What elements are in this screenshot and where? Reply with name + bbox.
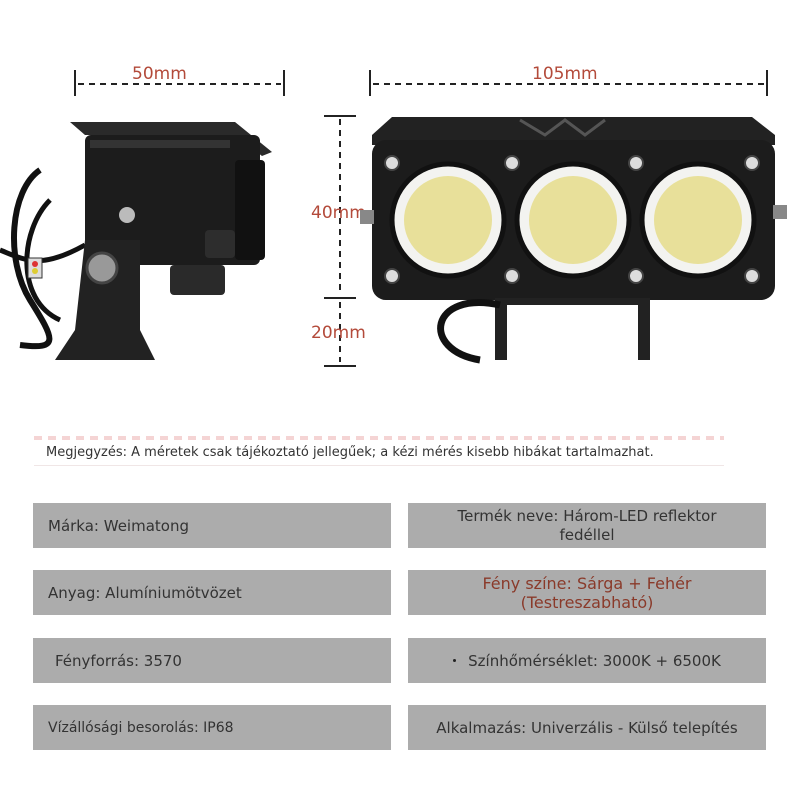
lamp-front-view [360,117,787,364]
dimension-note: Megjegyzés: A méretek csak tájékoztató j… [34,440,724,466]
spec-light-source-text: Fényforrás: 3570 [55,651,182,670]
front-width-label: 105mm [532,64,598,84]
bullet-dot [453,659,457,662]
spec-color-temp: Színhőmérséklet: 3000K + 6500K [408,638,766,683]
led-lenses [389,161,757,279]
spec-light-color: Fény színe: Sárga + Fehér (Testreszabhat… [408,570,766,615]
spec-light-color-text: Fény színe: Sárga + Fehér (Testreszabhat… [482,573,692,612]
spec-brand-text: Márka: Weimatong [48,516,189,535]
spec-product-name-text: Termék neve: Három-LED reflektor fedélle… [457,506,717,544]
spec-material: Anyag: Alumíniumötvözet [33,570,391,615]
spec-application: Alkalmazás: Univerzális - Külső telepíté… [408,705,766,750]
note-ghost-decoration [34,436,724,442]
side-width-dimension [74,70,285,96]
body-height-label: 40mm [311,203,366,223]
spec-light-source: Fényforrás: 3570 [33,638,391,683]
front-width-dimension [369,70,768,96]
spec-application-text: Alkalmazás: Univerzális - Külső telepíté… [436,718,738,737]
spec-waterproof-text: Vízállósági besorolás: IP68 [48,719,234,736]
spec-brand: Márka: Weimatong [33,503,391,548]
spec-material-text: Anyag: Alumíniumötvözet [48,583,242,602]
product-figure: 50mm 105mm 40mm 20mm [0,64,787,367]
lamp-side-view [0,122,272,360]
spec-product-name: Termék neve: Három-LED reflektor fedélle… [408,503,766,548]
spec-waterproof: Vízállósági besorolás: IP68 [33,705,391,750]
side-width-label: 50mm [132,64,187,84]
height-dimension [324,115,356,367]
bracket-height-label: 20mm [311,323,366,343]
spec-color-temp-text: Színhőmérséklet: 3000K + 6500K [468,651,721,670]
